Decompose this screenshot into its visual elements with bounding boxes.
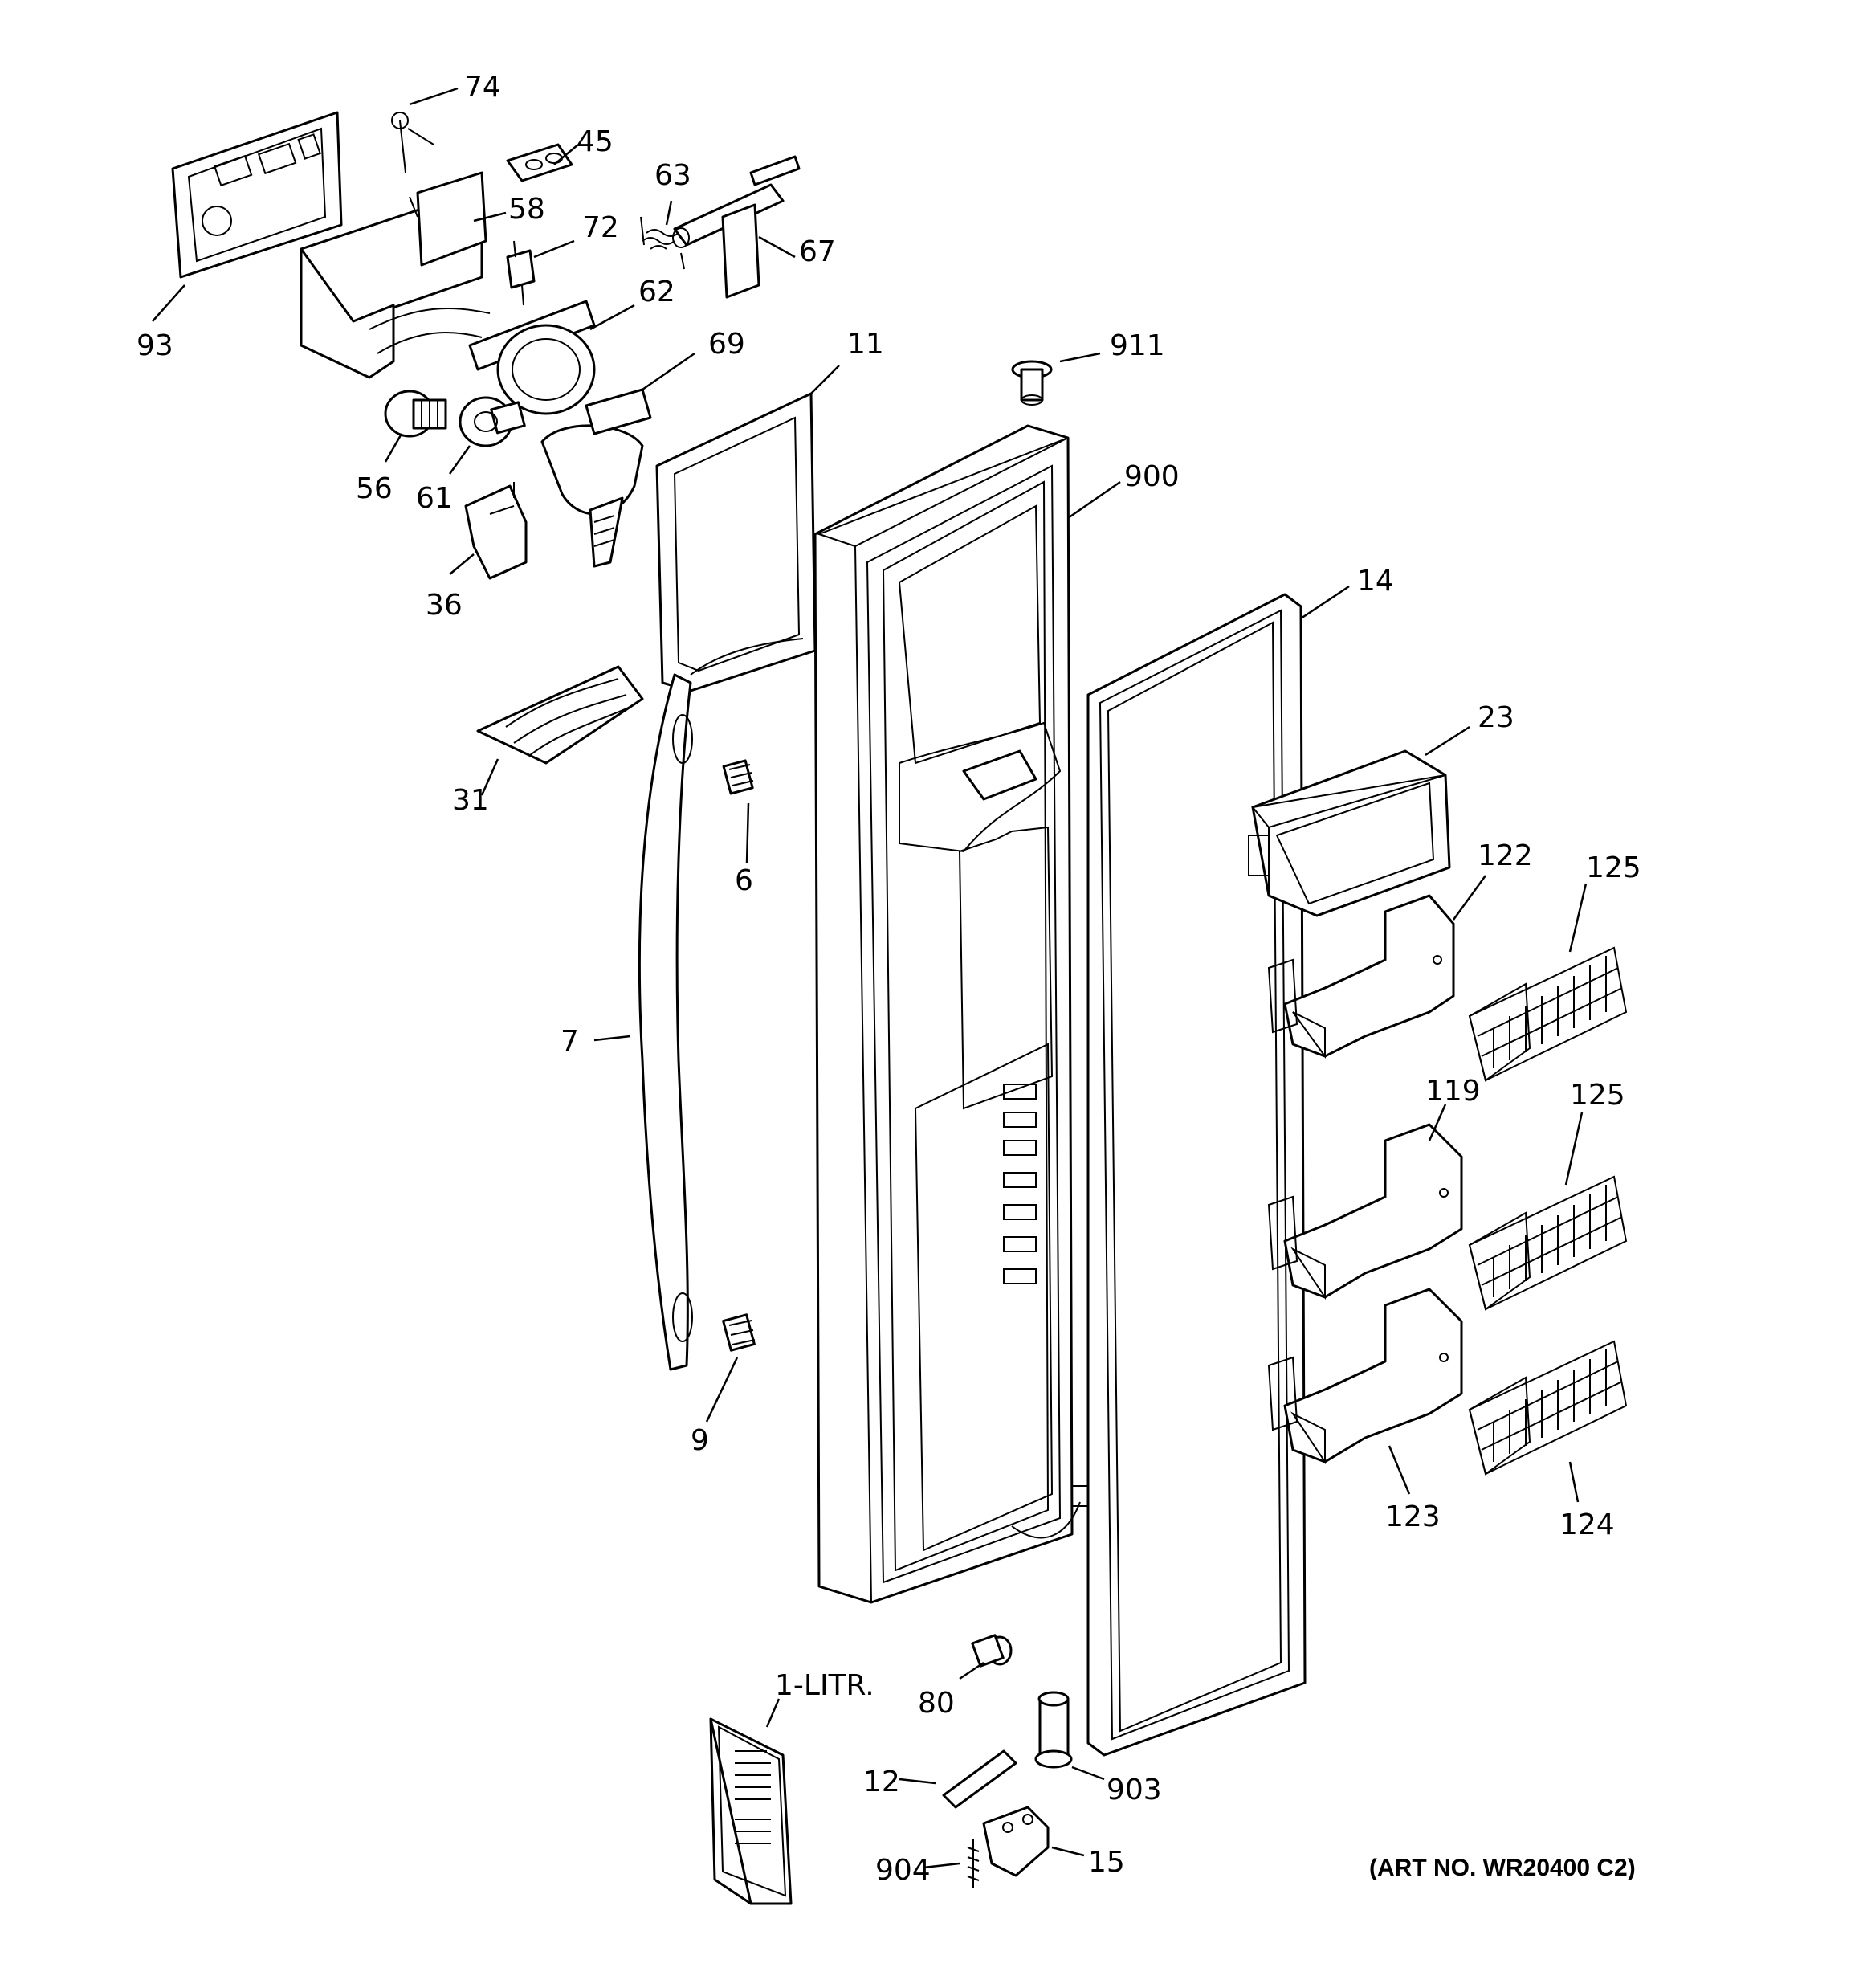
part-15-hinge [982,1806,1050,1877]
part-911-bushing [1011,360,1053,406]
part-1-litr-booklet [709,1717,793,1905]
callout-9: 9 [691,1424,709,1457]
part-62-ring [468,300,596,415]
part-69-funnel [540,388,652,568]
callout-11: 11 [847,328,884,361]
part-80-plug [971,1634,1013,1668]
art-number: (ART NO. WR20400 C2) [1369,1855,1636,1881]
part-58-housing [300,171,491,379]
part-11-frame [655,392,817,692]
callout-63: 63 [654,159,691,192]
callout-15: 15 [1088,1846,1125,1879]
part-14-gasket [1086,593,1307,1757]
callout-62: 62 [638,276,675,308]
part-72-switch [506,240,536,306]
part-61-coupler [459,396,526,447]
part-23-bin [1248,749,1451,917]
callout-904: 904 [875,1854,931,1887]
callout-900: 900 [1124,460,1180,493]
part-125-basket-upper [1468,946,1628,1082]
part-74-spring [391,112,434,173]
part-903-bushing [1034,1691,1073,1769]
callout-61: 61 [416,482,453,515]
callout-93: 93 [137,329,173,362]
callout-12: 12 [863,1766,900,1798]
callout-72: 72 [582,211,619,244]
callout-124: 124 [1559,1508,1615,1541]
callout-45: 45 [577,125,614,158]
callout-14: 14 [1357,565,1394,598]
callout-80: 80 [918,1687,955,1720]
part-63-spring [640,216,685,270]
callout-125-middle: 125 [1570,1079,1625,1112]
callout-58: 58 [508,193,545,226]
part-31-grille [476,665,644,765]
callout-labels: 74 45 63 58 72 67 93 62 69 11 911 56 61 … [137,71,1641,1887]
leader-lines [152,87,1588,1869]
callout-31: 31 [452,784,489,817]
callout-123: 123 [1385,1500,1441,1533]
callout-36: 36 [426,589,463,622]
callout-23: 23 [1478,701,1514,734]
callout-122: 122 [1478,839,1533,872]
part-36-bracket [464,482,528,580]
part-12-plate [942,1749,1017,1809]
callout-69: 69 [708,328,745,361]
part-56-motor [384,390,447,438]
part-6-screw [722,759,754,795]
callout-911: 911 [1110,329,1165,362]
callout-67: 67 [799,235,836,268]
callout-1-litr: 1-LITR. [775,1669,874,1702]
part-45-bracket [506,143,573,182]
callout-903: 903 [1107,1774,1162,1806]
part-123-bin [1267,1288,1463,1465]
part-124-basket-lower [1468,1340,1628,1476]
callout-125-upper: 125 [1586,851,1641,884]
part-122-bin [1267,894,1455,1059]
part-119-bin [1267,1123,1463,1300]
callout-7: 7 [561,1025,579,1058]
part-93-control-panel [171,111,343,279]
part-125-basket-middle [1468,1175,1628,1311]
part-900-door [813,424,1089,1604]
callout-74: 74 [464,71,501,104]
part-7-handle [638,673,693,1371]
part-904-screw [967,1839,980,1888]
callout-119: 119 [1425,1075,1481,1108]
callout-6: 6 [735,864,753,897]
callout-56: 56 [356,472,393,505]
part-67-lever [672,155,801,299]
part-9-screw [722,1313,756,1352]
